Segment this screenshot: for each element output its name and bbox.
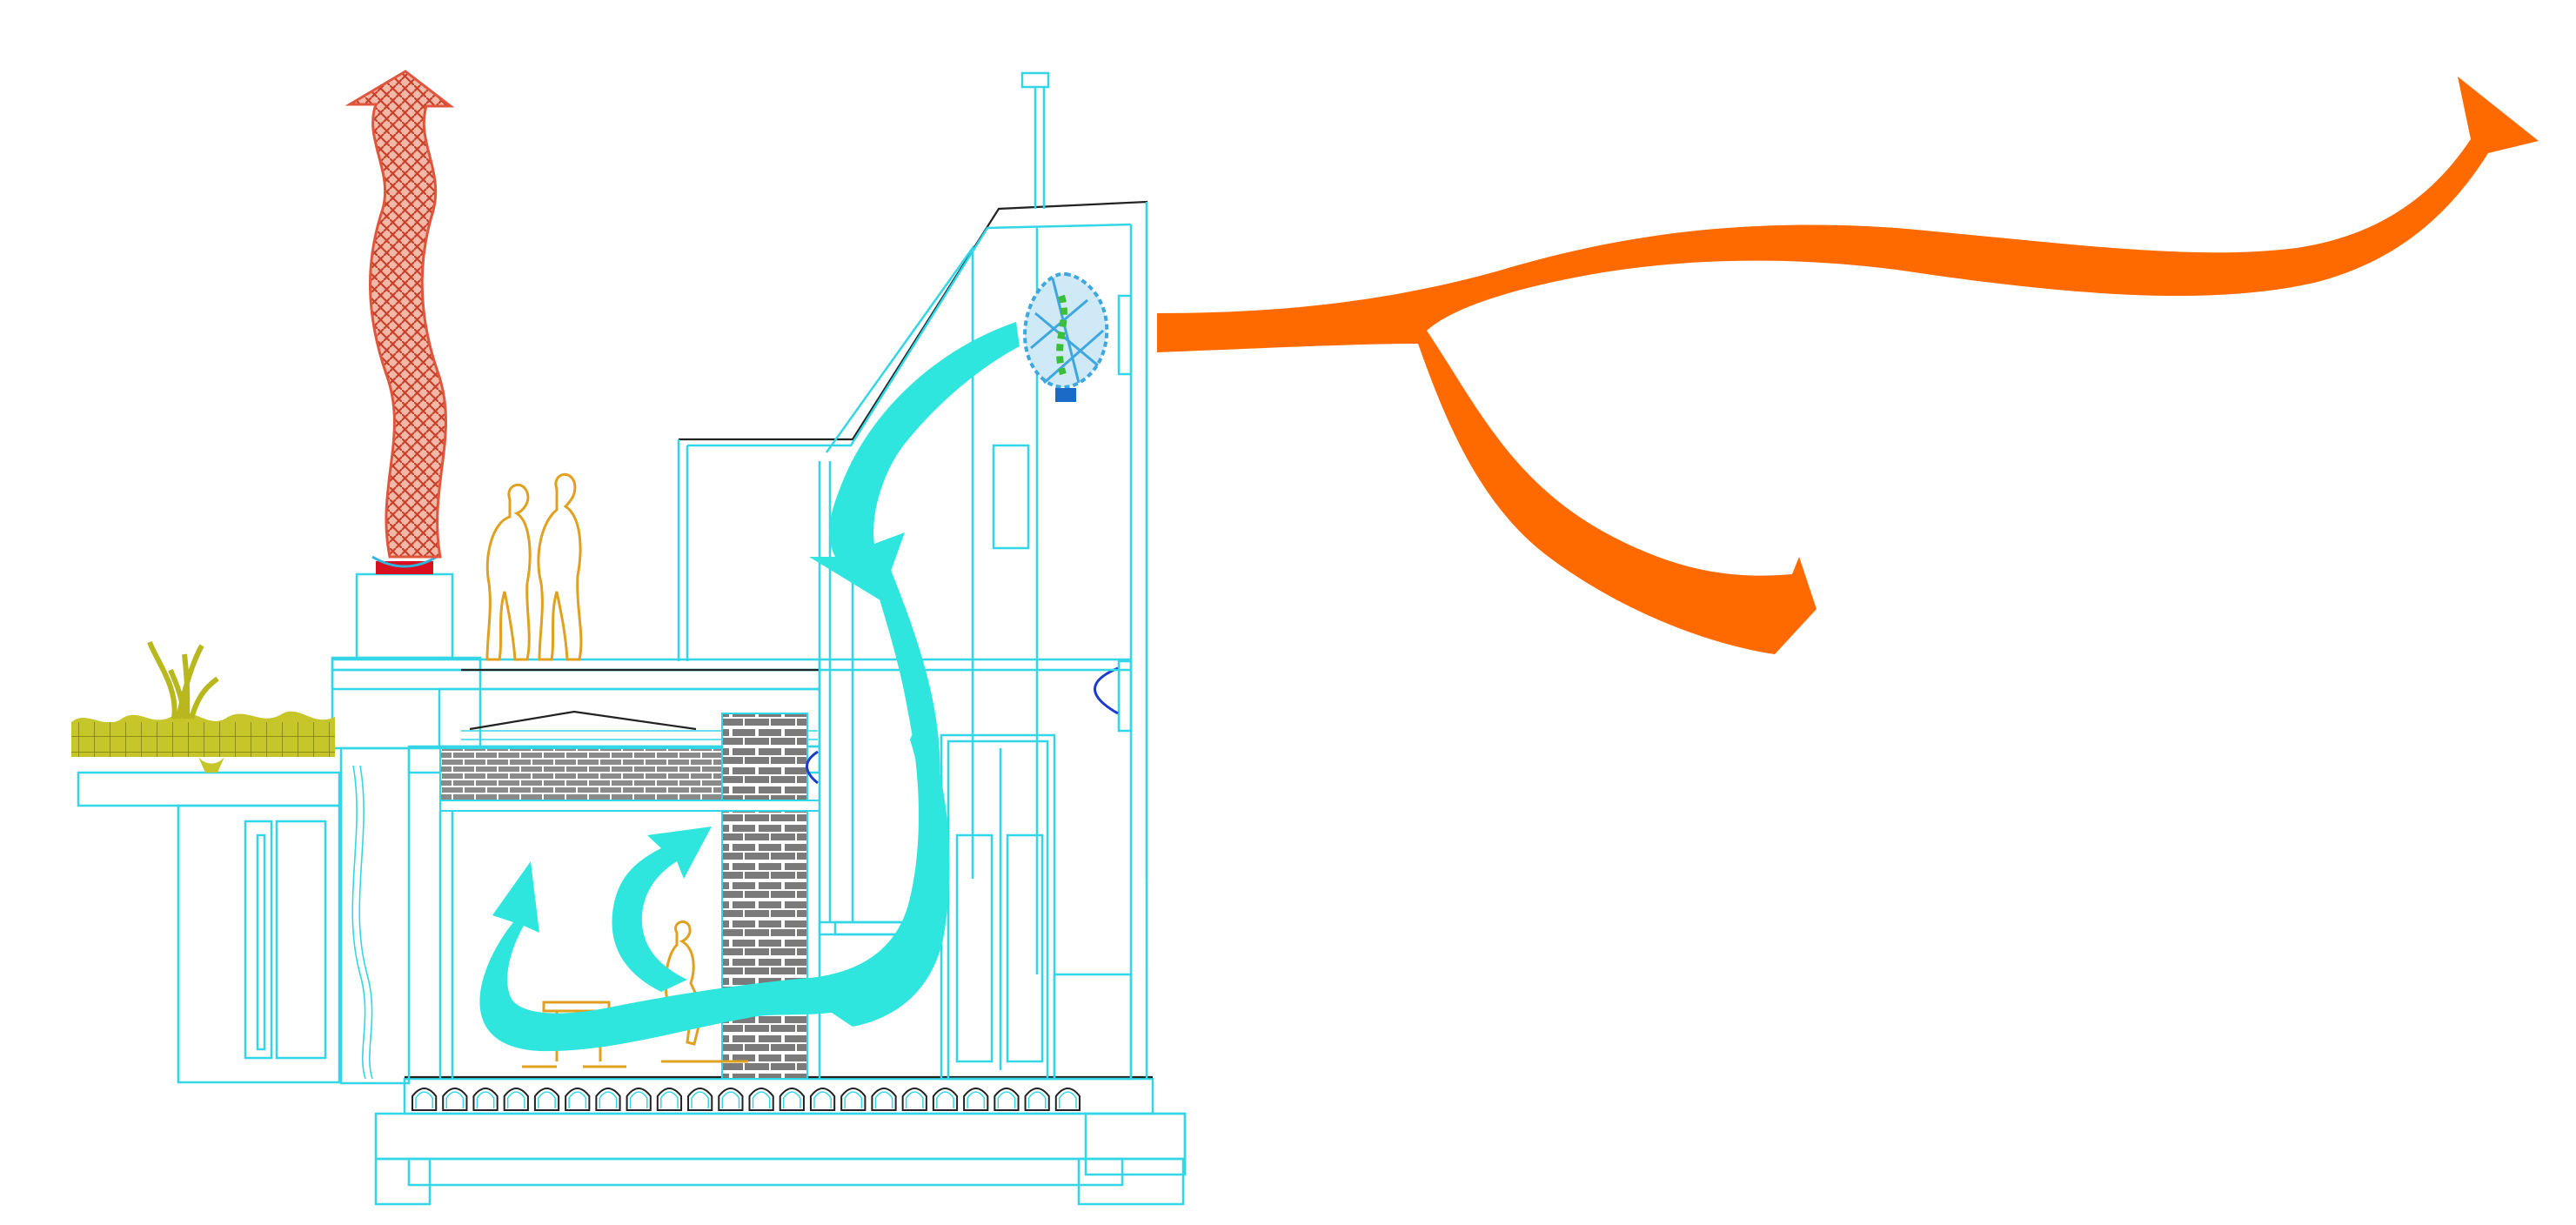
floor-arch — [595, 1088, 621, 1111]
floor-arch-inner — [660, 1091, 679, 1108]
floor-arch-inner — [721, 1091, 740, 1108]
floor-arch — [748, 1088, 774, 1111]
brick-wall — [721, 713, 808, 1080]
floor-arch-inner — [1027, 1091, 1047, 1108]
upper-tower — [677, 71, 1148, 1079]
floor-arch — [472, 1088, 498, 1111]
hanging-plant — [1022, 271, 1109, 402]
left-wall-shaft — [331, 555, 482, 1085]
floor-arch — [626, 1088, 652, 1111]
floor-vent-arches — [411, 1088, 1081, 1111]
roof-terrace-people — [485, 472, 583, 661]
brick-ceiling — [439, 747, 723, 801]
floor-arch — [411, 1088, 438, 1111]
floor-arch — [1024, 1088, 1050, 1111]
floor-arch-inner — [967, 1091, 986, 1108]
floor-arch-inner — [874, 1091, 893, 1108]
floor-arch — [503, 1088, 529, 1111]
outdoor-wind-flow — [1157, 77, 2539, 654]
floor-arch — [687, 1088, 713, 1111]
floor-arch — [809, 1088, 836, 1111]
floor-arch-inner — [629, 1091, 648, 1108]
mid-floor — [820, 658, 1131, 672]
floor-arch-inner — [813, 1091, 832, 1108]
floor-arch — [963, 1088, 989, 1111]
floor-arch — [840, 1088, 866, 1111]
floor-arch — [533, 1088, 560, 1111]
floor-arch-inner — [905, 1091, 924, 1108]
floor-arch — [1054, 1088, 1081, 1111]
floor-arch — [718, 1088, 744, 1111]
floor-arch — [901, 1088, 927, 1111]
hot-air-exhaust — [345, 70, 455, 559]
green-roof-planting — [71, 640, 335, 773]
floor-arch-inner — [752, 1091, 771, 1108]
floor-arch — [871, 1088, 897, 1111]
floor-arch-inner — [936, 1091, 954, 1108]
floor-arch-inner — [997, 1091, 1016, 1108]
floor-arch-inner — [506, 1091, 525, 1108]
floor-arch-inner — [568, 1091, 587, 1108]
floor-arch — [442, 1088, 468, 1111]
indoor-air-circulation — [479, 322, 1020, 1052]
floor-arch-inner — [599, 1091, 618, 1108]
floor-arch — [656, 1088, 683, 1111]
floor-arch — [994, 1088, 1020, 1111]
floor-arch-inner — [445, 1091, 465, 1108]
floor-arch-inner — [782, 1091, 801, 1108]
floor-arch-inner — [538, 1091, 556, 1108]
floor-arch-inner — [415, 1091, 433, 1108]
floor-arch-inner — [476, 1091, 495, 1108]
floor-arch — [565, 1088, 591, 1111]
floor-arch — [779, 1088, 805, 1111]
floor-arch-inner — [844, 1091, 863, 1108]
building-section — [77, 71, 1187, 1206]
floor-arch-inner — [1059, 1091, 1077, 1108]
floor-arch-inner — [691, 1091, 710, 1108]
floor-arch — [932, 1088, 959, 1111]
green-roof-wing — [77, 771, 341, 1084]
